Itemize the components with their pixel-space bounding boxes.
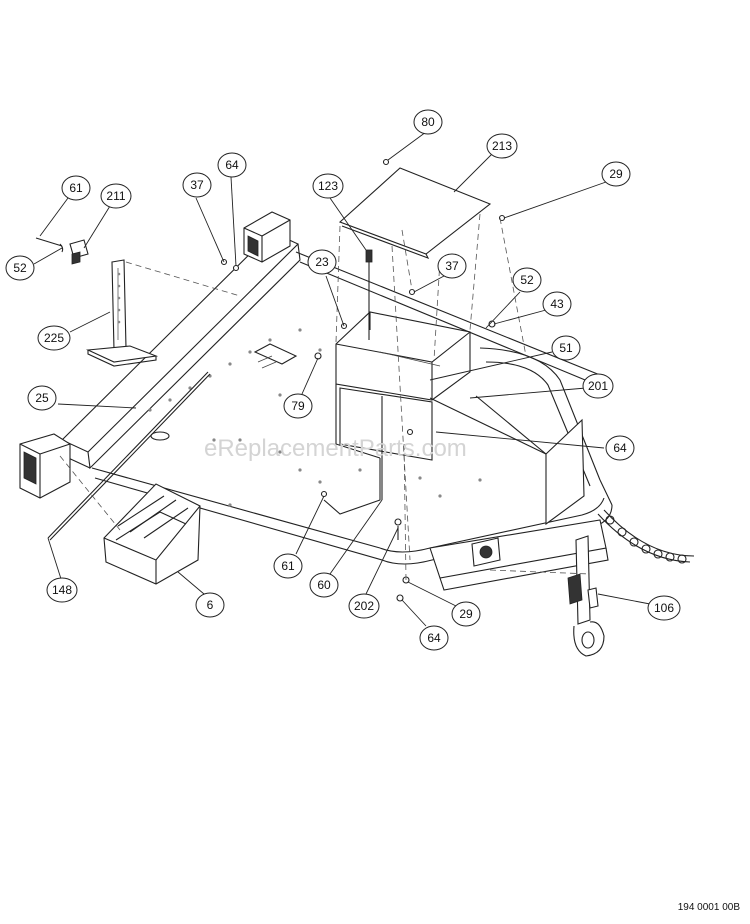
- callout-label: 23: [315, 255, 329, 269]
- callout-52-left: 52: [5, 255, 35, 281]
- callout-label: 37: [190, 178, 204, 192]
- callout-123: 123: [312, 173, 344, 199]
- callout-211: 211: [100, 183, 132, 209]
- callout-label: 201: [588, 379, 608, 393]
- callout-61-bottom: 61: [273, 553, 303, 579]
- callout-label: 79: [291, 399, 305, 413]
- control-box: [323, 311, 471, 515]
- jack-stand: [85, 259, 159, 367]
- tow-hitch: [567, 535, 605, 657]
- callout-label: 106: [654, 601, 674, 615]
- callout-label: 64: [225, 158, 239, 172]
- callout-213: 213: [486, 133, 518, 159]
- callout-23: 23: [307, 249, 337, 275]
- pin-and-clip: [35, 237, 89, 265]
- callout-label: 64: [613, 441, 627, 455]
- callout-60: 60: [309, 572, 339, 598]
- callout-label: 37: [445, 259, 459, 273]
- callout-label: 64: [427, 631, 441, 645]
- callout-37-left: 37: [182, 172, 212, 198]
- callout-label: 52: [13, 261, 27, 275]
- rod-148: [47, 371, 211, 541]
- callout-label: 211: [106, 189, 125, 203]
- callout-37-center: 37: [437, 253, 467, 279]
- watermark: eReplacementParts.com: [204, 435, 467, 462]
- callout-label: 60: [317, 578, 331, 592]
- battery-box: [103, 483, 201, 585]
- callout-label: 61: [69, 181, 83, 195]
- leader-lines: [33, 131, 651, 627]
- callout-label: 80: [421, 115, 435, 129]
- left-bracket-bottom: [19, 433, 71, 499]
- callout-61-top: 61: [61, 175, 91, 201]
- callout-202: 202: [348, 593, 380, 619]
- callout-29-top: 29: [601, 161, 631, 187]
- callout-64-right: 64: [605, 435, 635, 461]
- callout-43: 43: [542, 291, 572, 317]
- callout-label: 29: [459, 607, 473, 621]
- callout-201: 201: [582, 373, 614, 399]
- callout-label: 148: [52, 583, 72, 597]
- hitch-chain: [597, 509, 695, 564]
- side-panel: [429, 395, 585, 526]
- callout-6: 6: [195, 592, 225, 618]
- cover-plate: [338, 167, 492, 260]
- callout-label: 6: [207, 598, 214, 612]
- callout-label: 29: [609, 167, 623, 181]
- callout-label: 202: [354, 599, 374, 613]
- callout-29-bottom: 29: [451, 601, 481, 627]
- assembly-lines: [59, 213, 591, 581]
- callout-label: 25: [35, 391, 49, 405]
- callout-label: 52: [520, 273, 534, 287]
- left-bracket-top: [243, 211, 291, 263]
- callout-label: 43: [550, 297, 564, 311]
- callout-label: 61: [281, 559, 295, 573]
- callout-79: 79: [283, 393, 313, 419]
- callout-label: 213: [492, 139, 512, 153]
- callout-label: 123: [318, 179, 338, 193]
- callout-148: 148: [46, 577, 78, 603]
- callout-64-bottom: 64: [419, 625, 449, 651]
- deck-holes: [148, 328, 482, 507]
- callout-51: 51: [551, 335, 581, 361]
- document-number: 194 0001 00B: [677, 902, 740, 913]
- callout-label: 51: [559, 341, 573, 355]
- callout-25: 25: [27, 385, 57, 411]
- callout-label: 225: [44, 331, 64, 345]
- callout-80: 80: [413, 109, 443, 135]
- callout-225: 225: [37, 325, 71, 351]
- callout-64-top: 64: [217, 152, 247, 178]
- hitch-plate: [471, 537, 501, 567]
- callout-52-right: 52: [512, 267, 542, 293]
- callout-106: 106: [647, 595, 681, 621]
